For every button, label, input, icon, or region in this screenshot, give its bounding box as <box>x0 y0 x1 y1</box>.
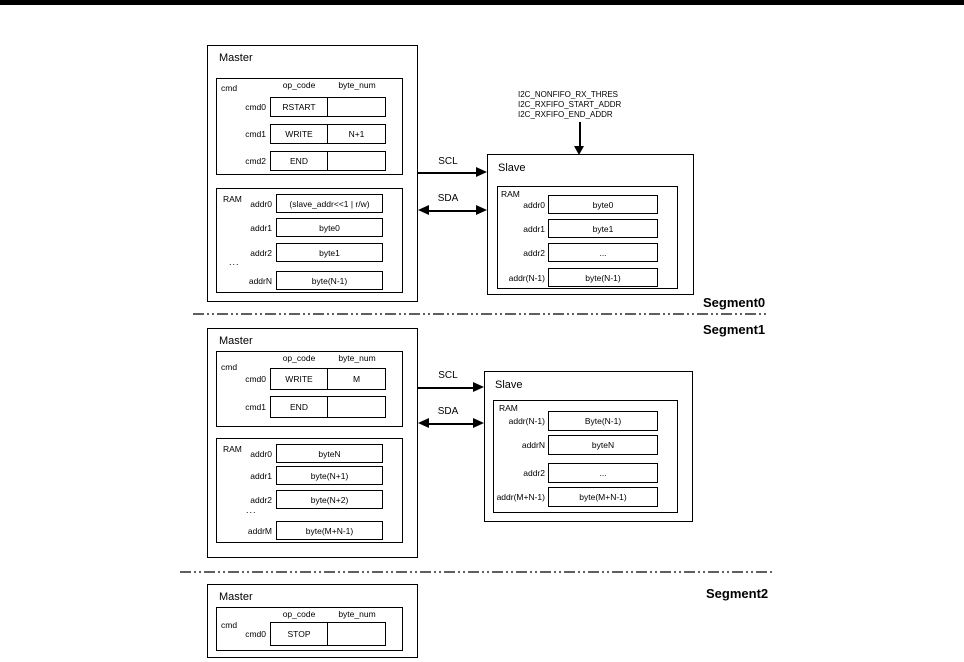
op-code-cell: END <box>270 151 328 171</box>
ram-row-label: addr0 <box>250 199 272 209</box>
scl-line <box>418 172 477 174</box>
fifo-register-annotations: I2C_NONFIFO_RX_THRES I2C_RXFIFO_START_AD… <box>518 90 621 120</box>
ram-cell: ... <box>548 463 658 483</box>
segment-divider <box>193 313 769 315</box>
segment0-master-title: Master <box>219 52 253 64</box>
cmd-table-label: cmd <box>221 620 238 630</box>
ram-row-label: addr2 <box>523 468 545 478</box>
ram-table-label: RAM <box>223 194 242 204</box>
ram-cell: byte(M+N-1) <box>548 487 658 507</box>
ram-cell: byte(N-1) <box>276 271 383 290</box>
ram-table-label: RAM <box>223 444 242 454</box>
segment0-label: Segment0 <box>703 295 766 310</box>
segment2-label: Segment2 <box>706 586 769 601</box>
sda-label: SDA <box>437 193 459 204</box>
ram-row-label: addr2 <box>250 248 272 258</box>
op-code-cell: WRITE <box>270 124 328 144</box>
byte-num-cell <box>327 396 386 418</box>
top-border-bar <box>0 0 964 5</box>
ram-row-label: addr1 <box>523 224 545 234</box>
ram-cell: byteN <box>548 435 658 455</box>
ram-cell: byte1 <box>276 243 383 262</box>
scl-label: SCL <box>438 156 458 167</box>
ram-cell: ... <box>548 243 658 262</box>
ram-cell: byte(M+N-1) <box>276 521 383 540</box>
ram-table-label: RAM <box>499 403 518 413</box>
cmd-row-label: cmd2 <box>245 156 266 166</box>
op-code-header: op_code <box>282 80 316 90</box>
ram-row-label: addrN <box>521 440 545 450</box>
byte-num-cell <box>327 151 386 171</box>
ram-row-label: addr(N-1) <box>508 416 545 426</box>
ram-row-label: addr0 <box>523 200 545 210</box>
arrow-left-icon <box>418 418 429 428</box>
byte-num-header: byte_num <box>338 80 376 90</box>
cmd-row-label: cmd0 <box>245 102 266 112</box>
byte-num-cell <box>327 97 386 117</box>
segment0-slave-title: Slave <box>498 162 526 174</box>
byte-num-cell: N+1 <box>327 124 386 144</box>
sda-line <box>428 423 474 425</box>
cmd-row-label: cmd1 <box>245 402 266 412</box>
op-code-cell: STOP <box>270 622 328 646</box>
ram-cell: byte0 <box>276 218 383 237</box>
ram-cell: byte(N+2) <box>276 490 383 509</box>
ram-row-label: addr2 <box>250 495 272 505</box>
segment-divider <box>180 571 772 573</box>
ram-row-label: addr0 <box>250 449 272 459</box>
op-code-cell: WRITE <box>270 368 328 390</box>
register-name: I2C_RXFIFO_END_ADDR <box>518 110 613 119</box>
ram-table-label: RAM <box>501 189 520 199</box>
ram-cell: byteN <box>276 444 383 463</box>
arrow-right-icon <box>473 382 484 392</box>
arrow-right-icon <box>473 418 484 428</box>
register-name: I2C_NONFIFO_RX_THRES <box>518 90 619 99</box>
ram-cell: byte1 <box>548 219 658 238</box>
op-code-cell: RSTART <box>270 97 328 117</box>
scl-label: SCL <box>438 370 458 381</box>
ram-row-label: addr(M+N-1) <box>496 492 545 502</box>
ellipsis: ... <box>246 505 257 515</box>
arrow-right-icon <box>476 167 487 177</box>
scl-line <box>418 387 474 389</box>
op-code-header: op_code <box>282 609 316 619</box>
arrow-right-icon <box>476 205 487 215</box>
ram-row-label: addr1 <box>250 471 272 481</box>
op-code-header: op_code <box>282 353 316 363</box>
segment1-master-title: Master <box>219 335 253 347</box>
segment2-master-title: Master <box>219 591 253 603</box>
register-name: I2C_RXFIFO_START_ADDR <box>518 100 622 109</box>
cmd-table-label: cmd <box>221 362 238 372</box>
ram-row-label: addr2 <box>523 248 545 258</box>
op-code-cell: END <box>270 396 328 418</box>
sda-line <box>428 210 477 212</box>
segment1-slave-title: Slave <box>495 379 523 391</box>
ram-cell: Byte(N-1) <box>548 411 658 431</box>
byte-num-cell: M <box>327 368 386 390</box>
ram-cell: (slave_addr<<1 | r/w) <box>276 194 383 213</box>
byte-num-header: byte_num <box>338 353 376 363</box>
cmd-row-label: cmd1 <box>245 129 266 139</box>
segment1-label: Segment1 <box>703 322 766 337</box>
register-arrow-line <box>579 122 581 147</box>
byte-num-cell <box>327 622 386 646</box>
ram-row-label: addrM <box>247 526 272 536</box>
arrow-left-icon <box>418 205 429 215</box>
ram-row-label: addr(N-1) <box>508 273 545 283</box>
ram-row-label: addr1 <box>250 223 272 233</box>
arrow-down-icon <box>574 146 584 155</box>
ram-row-label: addrN <box>248 276 272 286</box>
cmd-table-label: cmd <box>221 83 238 93</box>
sda-label: SDA <box>437 406 459 417</box>
ram-cell: byte0 <box>548 195 658 214</box>
ellipsis: ... <box>229 257 240 267</box>
cmd-row-label: cmd0 <box>245 374 266 384</box>
cmd-row-label: cmd0 <box>245 629 266 639</box>
byte-num-header: byte_num <box>338 609 376 619</box>
ram-cell: byte(N+1) <box>276 466 383 485</box>
ram-cell: byte(N-1) <box>548 268 658 287</box>
